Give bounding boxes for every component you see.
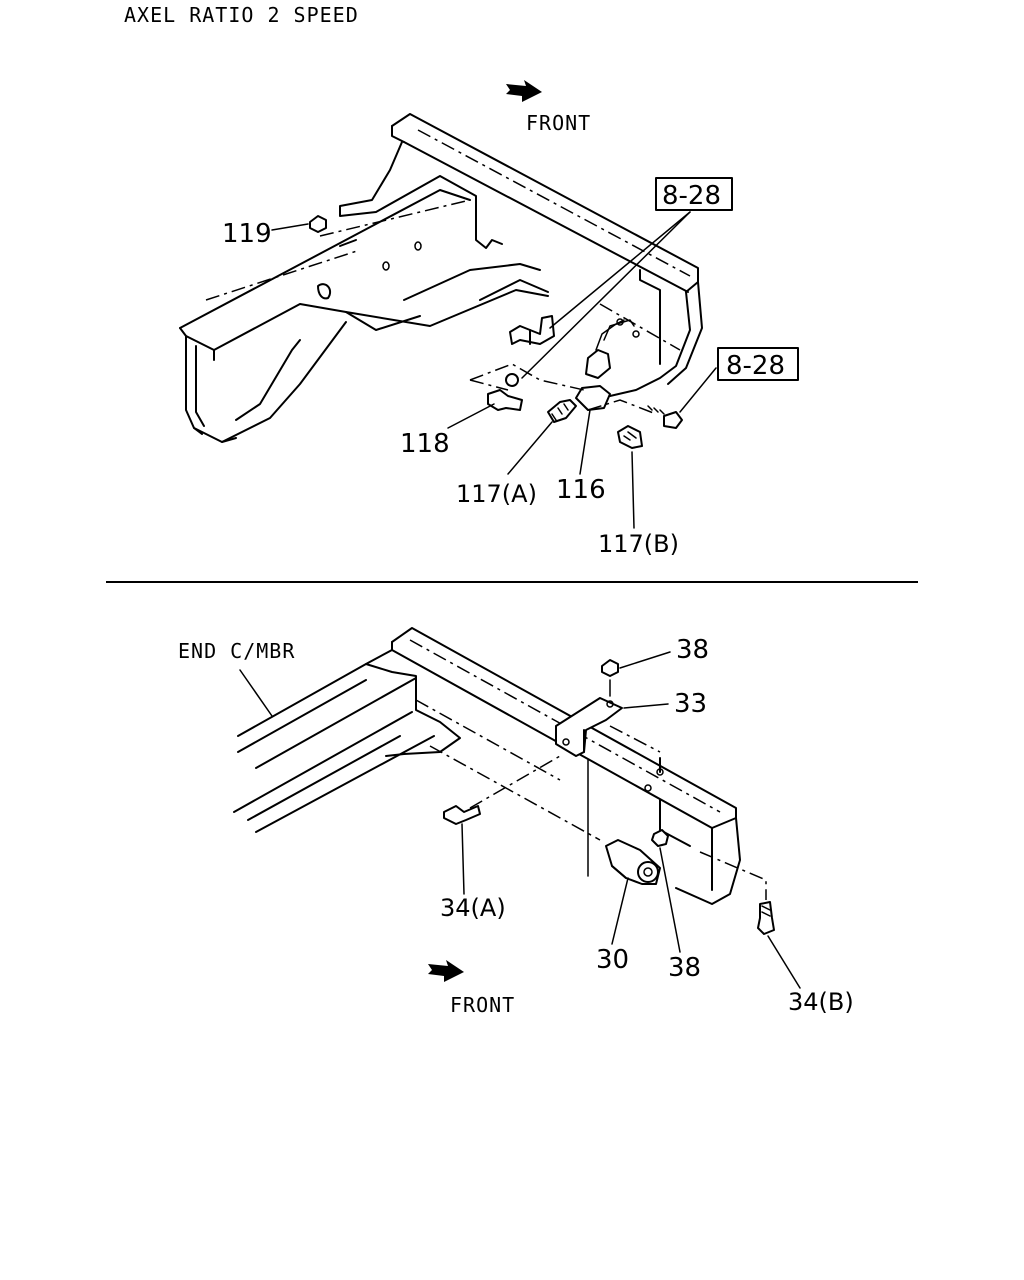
ref-box-8-28-right: 8-28	[717, 347, 799, 381]
top-view: FRONT	[179, 80, 799, 558]
callout-119: 119	[222, 219, 272, 249]
nut-119	[271, 215, 327, 233]
fitting-117b	[617, 425, 643, 529]
ref-box-8-28-upper-label: 8-28	[662, 181, 721, 211]
bolt-34b	[699, 851, 801, 989]
callout-118: 118	[400, 429, 450, 459]
ref-box-8-28-right-label: 8-28	[726, 351, 785, 381]
front-label-top: FRONT	[526, 111, 591, 135]
leader-116	[579, 409, 591, 475]
callout-38-lower: 38	[668, 953, 701, 983]
bolt-118	[447, 373, 523, 429]
callout-117a: 117(A)	[456, 480, 537, 508]
callout-33: 33	[674, 689, 707, 719]
front-arrow-icon	[506, 80, 542, 102]
ref-box-8-28-upper: 8-28	[521, 177, 733, 379]
bolt-34a	[443, 755, 561, 895]
front-arrow-icon	[428, 960, 464, 982]
end-member-label: END C/MBR	[178, 639, 295, 663]
callout-117b: 117(B)	[598, 530, 679, 558]
diagram-title: AXEL RATIO 2 SPEED	[124, 3, 359, 27]
frame-rail-top	[179, 113, 703, 443]
bracket-33	[555, 697, 669, 877]
nut-38-lower	[651, 829, 681, 953]
frame-rail-bottom	[233, 627, 741, 905]
callout-116: 116	[556, 475, 606, 505]
fitting-117a	[507, 399, 577, 475]
callout-34b: 34(B)	[788, 988, 854, 1016]
callout-38-top: 38	[676, 635, 709, 665]
front-label-bottom: FRONT	[450, 993, 515, 1017]
callout-34a: 34(A)	[440, 894, 506, 922]
nut-38-top	[601, 651, 671, 697]
callout-30: 30	[596, 945, 629, 975]
bottom-view: END C/MBR	[178, 627, 854, 1017]
component-30	[605, 839, 661, 945]
bolt-right-top	[647, 367, 717, 429]
